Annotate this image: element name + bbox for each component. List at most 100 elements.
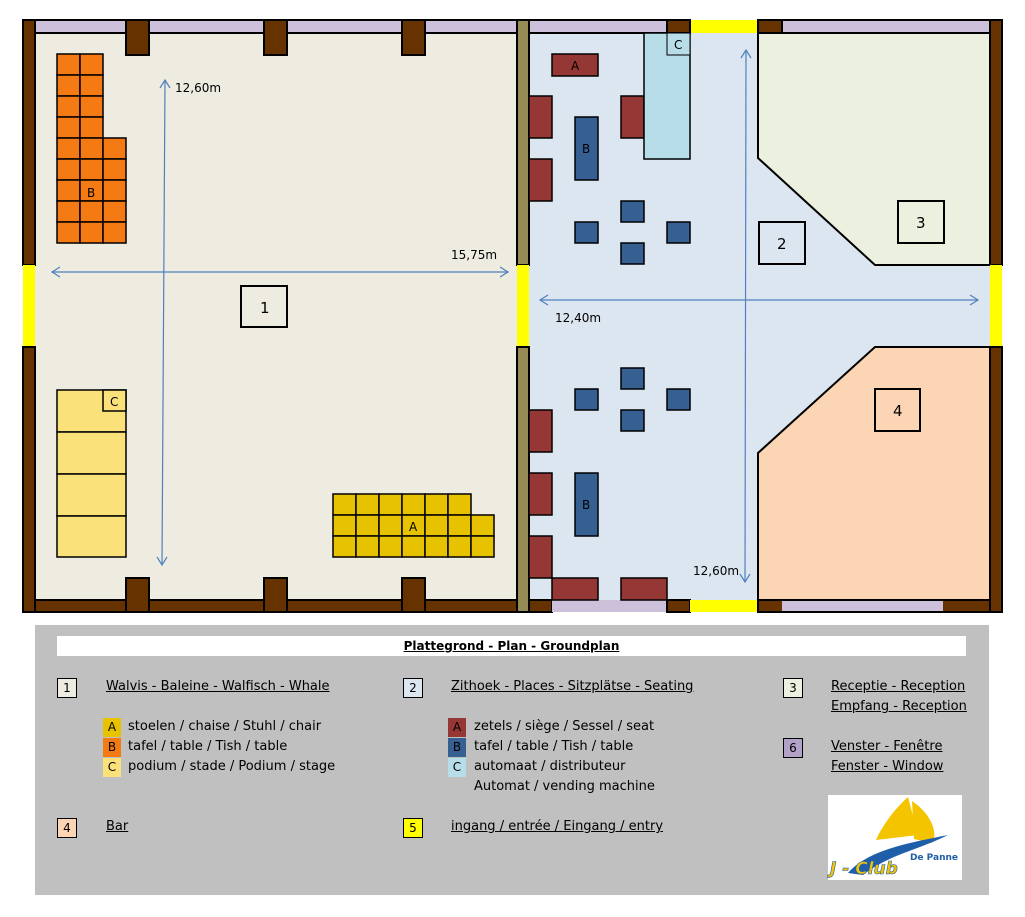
table-cell — [79, 221, 104, 244]
table-cell — [79, 95, 104, 118]
swatch-stage: C — [103, 758, 121, 777]
podium — [56, 389, 127, 558]
tables-label: B — [87, 186, 95, 200]
table-cell — [102, 221, 127, 244]
legend-label-entry: ingang / entrée / Eingang / entry — [451, 819, 664, 834]
window-top-right — [757, 19, 1003, 34]
table-cell — [79, 116, 104, 139]
podium-label: C — [110, 395, 118, 409]
room-2-marker — [758, 221, 806, 265]
floor-plan: B A C A C B B 12,60m 15,75m 12,40m 12,60… — [22, 19, 1003, 613]
wall-right — [989, 19, 1003, 266]
wall-left — [22, 346, 36, 613]
table-cell — [102, 137, 127, 160]
table-cell — [79, 137, 104, 160]
room-1-tables — [56, 53, 127, 244]
legend-number-4: 4 — [57, 818, 77, 838]
window-bottom-right — [782, 601, 943, 611]
table-cell — [56, 95, 81, 118]
seat-label: A — [571, 59, 580, 73]
window-bottom — [552, 600, 667, 612]
pillar — [666, 19, 691, 34]
pillar — [263, 19, 288, 56]
chair-cell — [424, 535, 449, 558]
logo-subtext: De Panne — [909, 853, 958, 863]
divider-wall — [516, 19, 530, 266]
table-cell — [56, 53, 81, 76]
swatch-seat: A — [448, 718, 466, 737]
chair-cell — [378, 493, 403, 516]
room-2-tables — [574, 116, 691, 537]
dimension-room2-vertical: 12,60m — [693, 564, 739, 578]
room-3-marker — [897, 200, 945, 244]
chair-cell — [447, 535, 472, 558]
room-1-chairs — [332, 493, 495, 558]
table-cell — [79, 158, 104, 181]
chair-cell — [332, 493, 357, 516]
room-2-seats — [528, 53, 668, 601]
legend-number-5: 5 — [403, 818, 423, 838]
legend-table-2: tafel / table / Tish / table — [474, 739, 634, 754]
chair-cell — [447, 493, 472, 516]
dimension-arrows — [50, 48, 980, 584]
dimension-room1-horizontal: 15,75m — [451, 248, 497, 262]
entry-middle — [517, 265, 529, 347]
table-cell — [102, 179, 127, 202]
chair-cell — [470, 535, 495, 558]
chair-cell — [332, 535, 357, 558]
vending-box — [666, 32, 691, 56]
legend: Plattegrond - Plan - Groundplan 1 Walvis… — [35, 625, 989, 895]
chair-cell — [447, 514, 472, 537]
pillar — [125, 577, 150, 613]
pillar — [401, 19, 426, 56]
legend-number-1: 1 — [57, 678, 77, 698]
room-4-marker — [874, 388, 921, 432]
legend-seat: zetels / siège / Sessel / seat — [474, 719, 655, 734]
dimension-room1-vertical: 12,60m — [175, 81, 221, 95]
entry-left — [23, 265, 35, 347]
table-cell — [56, 137, 81, 160]
chair-cell — [378, 535, 403, 558]
chair-cell — [401, 493, 426, 516]
table-cell — [102, 158, 127, 181]
table-cell — [56, 200, 81, 223]
pillar — [401, 577, 426, 613]
wall-right — [989, 346, 1003, 613]
swatch-chair: A — [103, 718, 121, 737]
table-cell — [102, 200, 127, 223]
legend-label-reception: Receptie - Reception — [831, 679, 966, 694]
logo-text: J - Club — [830, 859, 898, 880]
legend-label-window: Venster - Fenêtre — [831, 739, 943, 754]
table-cell — [79, 74, 104, 97]
window-top-left — [22, 19, 691, 34]
entry-right — [990, 265, 1002, 347]
table-cell — [56, 179, 81, 202]
legend-table: tafel / table / Tish / table — [128, 739, 288, 754]
chair-cell — [424, 493, 449, 516]
divider-wall — [516, 346, 530, 613]
table-label: B — [582, 498, 590, 512]
legend-label-reception-2: Empfang - Reception — [831, 699, 967, 714]
pillar — [125, 19, 150, 56]
legend-label-seating: Zithoek - Places - Sitzplätse - Seating — [451, 679, 694, 694]
swatch-table-2: B — [448, 738, 466, 757]
legend-label-bar: Bar — [106, 819, 129, 834]
legend-number-3: 3 — [783, 678, 803, 698]
pillar — [757, 19, 783, 34]
room-2-number: 2 — [777, 235, 787, 253]
entry-top — [690, 20, 758, 33]
chair-cell — [424, 514, 449, 537]
legend-vending-2: Automat / vending machine — [474, 779, 655, 794]
chair-cell — [401, 535, 426, 558]
table-label: B — [582, 142, 590, 156]
legend-number-2: 2 — [403, 678, 423, 698]
legend-vending: automaat / distributeur — [474, 759, 626, 774]
table-cell — [79, 53, 104, 76]
pillar — [263, 577, 288, 613]
vending-label: C — [674, 38, 682, 52]
legend-title: Plattegrond - Plan - Groundplan — [57, 636, 966, 656]
chair-cell — [378, 514, 403, 537]
chair-cell — [332, 514, 357, 537]
pillar — [666, 599, 691, 613]
table-cell — [56, 116, 81, 139]
